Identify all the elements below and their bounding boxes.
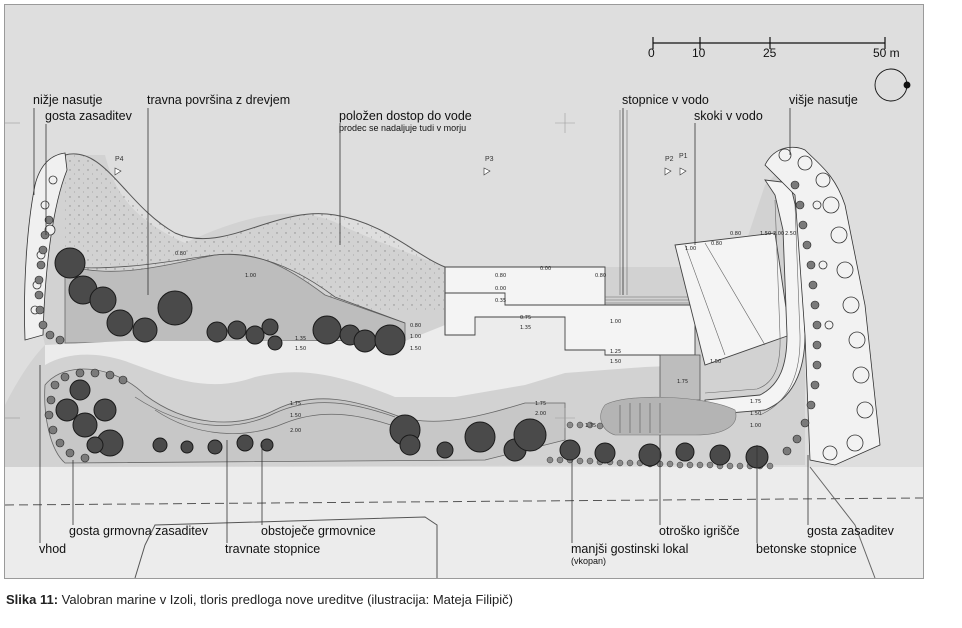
svg-text:1.50: 1.50 xyxy=(610,359,621,365)
label-gosta-zasaditev-left: gosta zasaditev xyxy=(45,109,132,123)
survey-point-p4: P4 xyxy=(115,156,124,163)
svg-text:1.00: 1.00 xyxy=(245,273,256,279)
svg-text:1.50: 1.50 xyxy=(750,411,761,417)
svg-text:0.80: 0.80 xyxy=(410,323,421,329)
rock-revetment-right xyxy=(764,146,881,466)
label-visje-nasutje: višje nasutje xyxy=(789,93,858,107)
restaurant-box xyxy=(659,354,701,401)
svg-text:1.00: 1.00 xyxy=(610,319,621,325)
label-skoki-v-vodo: skoki v vodo xyxy=(694,109,763,123)
label-polozen-dostop-sub: prodec se nadaljuje tudi v morju xyxy=(339,123,467,133)
svg-text:1.00: 1.00 xyxy=(410,334,421,340)
caption-prefix: Slika 11: xyxy=(6,592,59,607)
scale-label-25: 25 xyxy=(763,46,777,60)
svg-text:1.50: 1.50 xyxy=(760,231,771,237)
svg-text:1.50: 1.50 xyxy=(710,359,721,365)
central-path xyxy=(45,317,695,397)
svg-text:1.25: 1.25 xyxy=(610,349,621,355)
north-arrow xyxy=(874,68,911,102)
svg-text:1.00: 1.00 xyxy=(750,423,761,429)
label-vhod: vhod xyxy=(39,542,67,556)
svg-text:1.35: 1.35 xyxy=(295,336,306,342)
label-betonske: betonske stopnice xyxy=(756,542,857,556)
label-travna-povrsina: travna površina z drevjem xyxy=(147,93,291,107)
svg-text:0.80: 0.80 xyxy=(175,251,186,257)
label-obstojece: obstoječe grmovnice xyxy=(261,524,376,538)
caption-text: Valobran marine v Izoli, tloris predloga… xyxy=(58,592,513,607)
leader-lines xyxy=(33,108,809,543)
svg-text:0.80: 0.80 xyxy=(595,273,606,279)
svg-text:0.75: 0.75 xyxy=(520,315,531,321)
svg-text:2.00: 2.00 xyxy=(535,411,546,417)
site-plan-figure: 0.80 1.00 1.35 1.50 0.80 1.00 1.50 0.80 0.00 0… xyxy=(4,4,924,579)
scale-label-50: 50 m xyxy=(873,46,900,60)
lower-grass xyxy=(44,368,566,464)
label-polozen-dostop: položen dostop do vode xyxy=(339,109,472,123)
survey-point-p1: P1 xyxy=(679,153,688,160)
trees xyxy=(54,247,769,469)
label-vkopan: (vkopan) xyxy=(571,556,607,566)
road-area xyxy=(5,467,923,578)
svg-text:1.75: 1.75 xyxy=(290,401,301,407)
svg-text:2.00: 2.00 xyxy=(773,231,784,237)
svg-text:1.50: 1.50 xyxy=(410,346,421,352)
svg-text:1.75: 1.75 xyxy=(677,379,688,385)
svg-text:1.35: 1.35 xyxy=(520,325,531,331)
svg-text:2.50: 2.50 xyxy=(785,231,796,237)
scale-bar xyxy=(652,37,886,49)
svg-text:1.75: 1.75 xyxy=(535,401,546,407)
label-travnate-stopnice: travnate stopnice xyxy=(225,542,321,556)
label-nizje-nasutje: nižje nasutje xyxy=(33,93,103,107)
dense-shrub-rows xyxy=(34,180,822,463)
svg-text:1.00: 1.00 xyxy=(685,246,696,252)
elevation-markers: 0.80 1.00 1.35 1.50 0.80 1.00 1.50 0.80 0.00 0… xyxy=(175,231,796,434)
svg-text:1.50: 1.50 xyxy=(290,413,301,419)
svg-text:0.00: 0.00 xyxy=(495,286,506,292)
survey-point-p2: P2 xyxy=(665,156,674,163)
label-otrosko: otroško igrišče xyxy=(659,524,740,538)
scale-label-0: 0 xyxy=(648,46,655,60)
svg-text:1.50: 1.50 xyxy=(295,346,306,352)
stepped-platforms xyxy=(444,266,696,356)
svg-text:0.80: 0.80 xyxy=(730,231,741,237)
label-gosta-grmovna: gosta grmovna zasaditev xyxy=(69,524,208,538)
svg-text:0.35: 0.35 xyxy=(495,298,506,304)
svg-text:0.00: 0.00 xyxy=(540,266,551,272)
svg-text:1.75: 1.75 xyxy=(750,399,761,405)
label-gosta-zasaditev-right: gosta zasaditev xyxy=(807,524,894,538)
svg-text:2.00: 2.00 xyxy=(290,428,301,434)
label-manjsi-lokal: manjši gostinski lokal xyxy=(571,542,689,556)
survey-flags xyxy=(114,167,687,176)
svg-text:0.80: 0.80 xyxy=(711,241,722,247)
scale-label-10: 10 xyxy=(692,46,706,60)
label-stopnice-v-vodo: stopnice v vodo xyxy=(622,93,709,107)
svg-text:0.80: 0.80 xyxy=(495,273,506,279)
site-plan-drawing: 0.80 1.00 1.35 1.50 0.80 1.00 1.50 0.80 0.00 0… xyxy=(5,37,923,578)
survey-point-p3: P3 xyxy=(485,156,494,163)
figure-caption: Slika 11: Valobran marine v Izoli, tlori… xyxy=(6,592,513,607)
svg-text:1.75: 1.75 xyxy=(585,423,596,429)
